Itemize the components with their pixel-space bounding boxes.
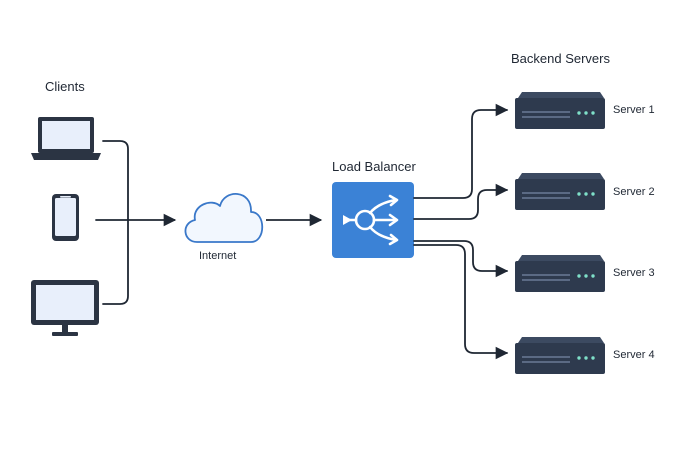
load-balancer-icon <box>332 182 414 258</box>
backend-servers-title: Backend Servers <box>511 51 610 66</box>
server-1-label: Server 1 <box>613 104 655 116</box>
client-connectors <box>95 140 129 305</box>
server-4-icon <box>515 337 605 374</box>
load-balancer-title: Load Balancer <box>332 159 416 174</box>
server-2-icon <box>515 173 605 210</box>
laptop-icon <box>31 117 101 160</box>
smartphone-icon <box>52 194 79 241</box>
server-1-icon <box>515 92 605 129</box>
clients-title: Clients <box>45 79 85 94</box>
server-2-label: Server 2 <box>613 186 655 198</box>
desktop-monitor-icon <box>31 280 99 336</box>
server-3-icon <box>515 255 605 292</box>
balancer-connectors <box>413 103 509 360</box>
server-4-label: Server 4 <box>613 349 655 361</box>
internet-label: Internet <box>199 250 237 262</box>
cloud-icon <box>184 193 264 243</box>
server-3-label: Server 3 <box>613 267 655 279</box>
